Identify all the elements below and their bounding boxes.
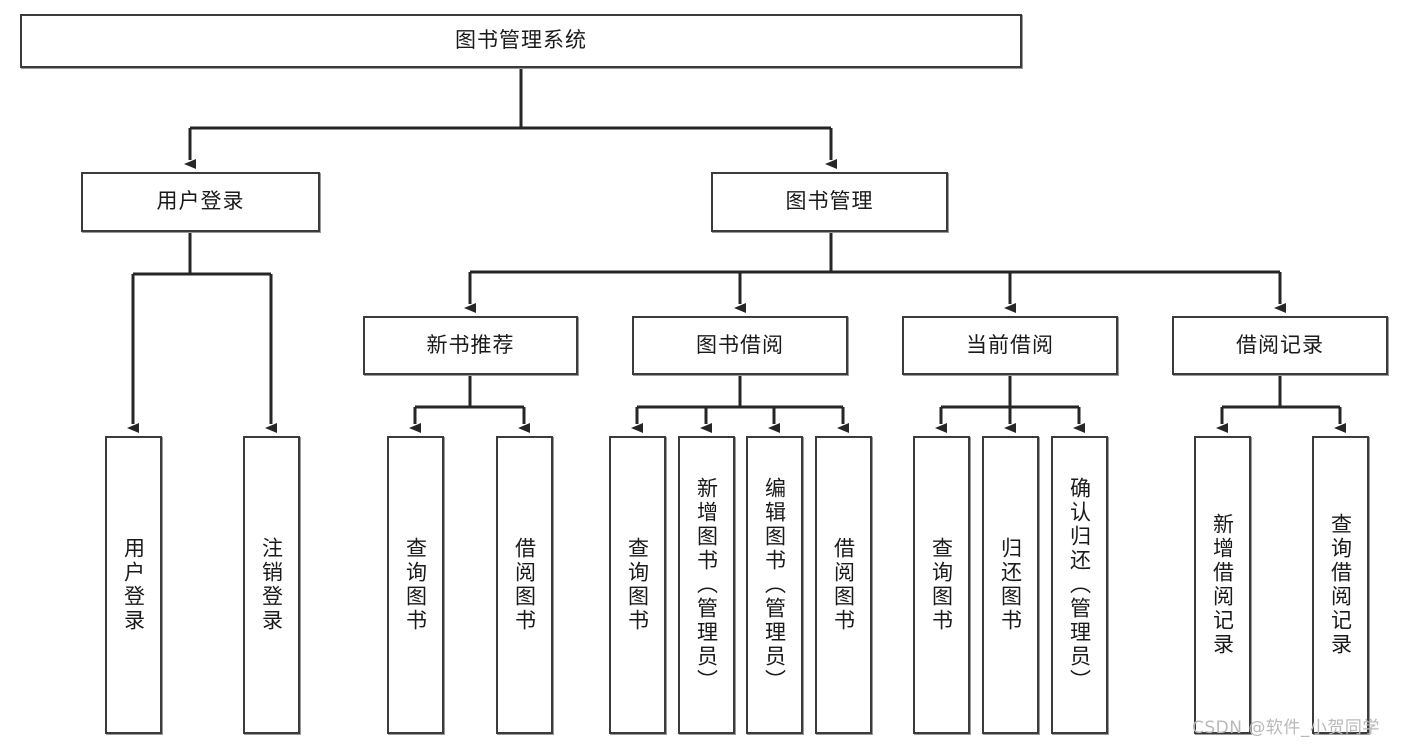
node-leaf-query-book-1-label: 查询图书 <box>403 537 428 633</box>
node-leaf-borrow-book-2[interactable]: 借阅图书 <box>815 436 872 734</box>
node-leaf-return-book-label: 归还图书 <box>998 537 1023 633</box>
node-leaf-user-login-label: 用户登录 <box>121 537 146 633</box>
node-user-login[interactable]: 用户登录 <box>81 172 320 232</box>
node-leaf-add-book[interactable]: 新增图书（管理员） <box>678 436 735 734</box>
node-leaf-confirm-return[interactable]: 确认归还（管理员） <box>1051 436 1108 734</box>
node-leaf-edit-book[interactable]: 编辑图书（管理员） <box>746 436 803 734</box>
node-book-management[interactable]: 图书管理 <box>711 172 948 232</box>
node-leaf-query-book-2[interactable]: 查询图书 <box>609 436 666 734</box>
node-root-label: 图书管理系统 <box>455 28 587 53</box>
node-leaf-user-logout[interactable]: 注销登录 <box>243 436 300 734</box>
node-leaf-confirm-return-label: 确认归还（管理员） <box>1067 477 1092 693</box>
node-leaf-query-book-3[interactable]: 查询图书 <box>913 436 970 734</box>
node-leaf-borrow-book-1[interactable]: 借阅图书 <box>496 436 553 734</box>
node-leaf-query-book-2-label: 查询图书 <box>625 537 650 633</box>
node-leaf-query-book-3-label: 查询图书 <box>929 537 954 633</box>
node-leaf-add-book-label: 新增图书（管理员） <box>694 477 719 693</box>
node-new-book-recommend[interactable]: 新书推荐 <box>363 316 578 375</box>
watermark: CSDN @软件_小贺同学 <box>1192 718 1380 738</box>
node-leaf-query-record-label: 查询借阅记录 <box>1328 513 1353 657</box>
node-leaf-query-book-1[interactable]: 查询图书 <box>387 436 444 734</box>
node-leaf-borrow-book-1-label: 借阅图书 <box>512 537 537 633</box>
node-leaf-edit-book-label: 编辑图书（管理员） <box>762 477 787 693</box>
node-leaf-add-record-label: 新增借阅记录 <box>1210 513 1235 657</box>
node-leaf-user-login[interactable]: 用户登录 <box>105 436 162 734</box>
node-borrow-record[interactable]: 借阅记录 <box>1172 316 1388 375</box>
node-borrow-record-label: 借阅记录 <box>1236 332 1324 357</box>
node-leaf-return-book[interactable]: 归还图书 <box>982 436 1039 734</box>
node-leaf-query-record[interactable]: 查询借阅记录 <box>1312 436 1369 734</box>
node-current-borrow-label: 当前借阅 <box>966 332 1054 357</box>
node-current-borrow[interactable]: 当前借阅 <box>902 316 1118 375</box>
node-leaf-borrow-book-2-label: 借阅图书 <box>831 537 856 633</box>
node-book-borrow[interactable]: 图书借阅 <box>632 316 848 375</box>
node-new-book-recommend-label: 新书推荐 <box>426 332 515 357</box>
node-leaf-user-logout-label: 注销登录 <box>259 537 284 633</box>
node-root[interactable]: 图书管理系统 <box>20 14 1022 68</box>
node-book-management-label: 图书管理 <box>785 189 874 214</box>
node-book-borrow-label: 图书借阅 <box>696 332 784 357</box>
node-user-login-label: 用户登录 <box>156 189 245 214</box>
node-leaf-add-record[interactable]: 新增借阅记录 <box>1194 436 1251 734</box>
